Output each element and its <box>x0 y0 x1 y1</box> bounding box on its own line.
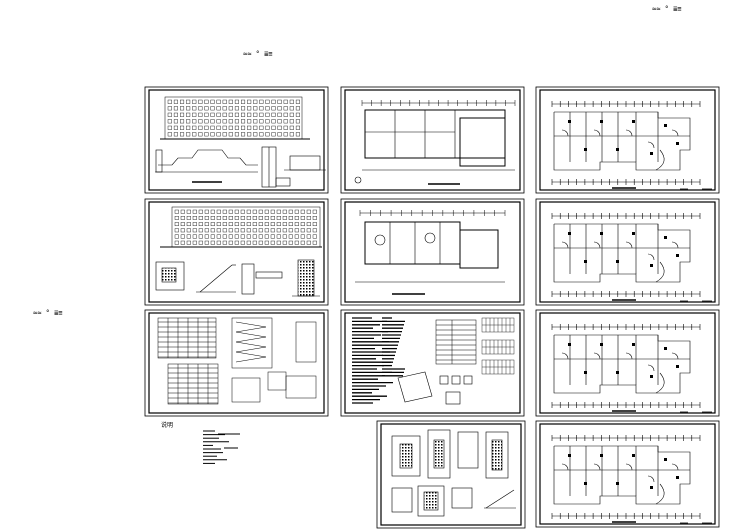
sheet-9[interactable] <box>535 309 720 417</box>
sheet-2[interactable] <box>340 86 525 194</box>
sheet-5[interactable] <box>340 198 525 306</box>
floor-plan-detailed <box>551 435 712 524</box>
floating-label-top-right: ≈≈ ° ≣≡ <box>652 5 682 13</box>
sheet-3[interactable] <box>535 86 720 194</box>
sheet-10[interactable] <box>376 420 526 529</box>
floor-plan-detailed <box>551 213 712 302</box>
sheet-4[interactable] <box>144 198 329 306</box>
notes-block: 说明 <box>161 421 240 464</box>
floor-plan <box>355 210 506 295</box>
svg-text:≈≈ ° ≣≡: ≈≈ ° ≣≡ <box>33 309 63 317</box>
building-elevation <box>160 96 310 140</box>
notes-tables <box>352 317 515 405</box>
sheet-11[interactable] <box>535 420 720 528</box>
building-elevation <box>160 206 322 248</box>
svg-text:≈≈ ° ≣≡: ≈≈ ° ≣≡ <box>243 50 273 58</box>
floor-plan-detailed <box>551 101 712 190</box>
floating-label-top-center: ≈≈ ° ≣≡ <box>243 50 273 58</box>
floor-plan-detailed <box>551 324 712 413</box>
svg-text:≈≈ ° ≣≡: ≈≈ ° ≣≡ <box>652 5 682 13</box>
sheet-7[interactable] <box>144 309 329 417</box>
section-drawings <box>155 146 326 188</box>
floor-plan <box>354 100 516 185</box>
notes-block-title: 说明 <box>161 421 173 429</box>
sheet-8[interactable] <box>340 309 525 417</box>
floating-label-left-mid: ≈≈ ° ≣≡ <box>33 309 63 317</box>
node-details <box>391 429 516 517</box>
sheet-6[interactable] <box>535 198 720 306</box>
stair-sections <box>157 317 317 405</box>
sheet-1[interactable] <box>144 86 329 194</box>
detail-drawings <box>155 259 320 297</box>
